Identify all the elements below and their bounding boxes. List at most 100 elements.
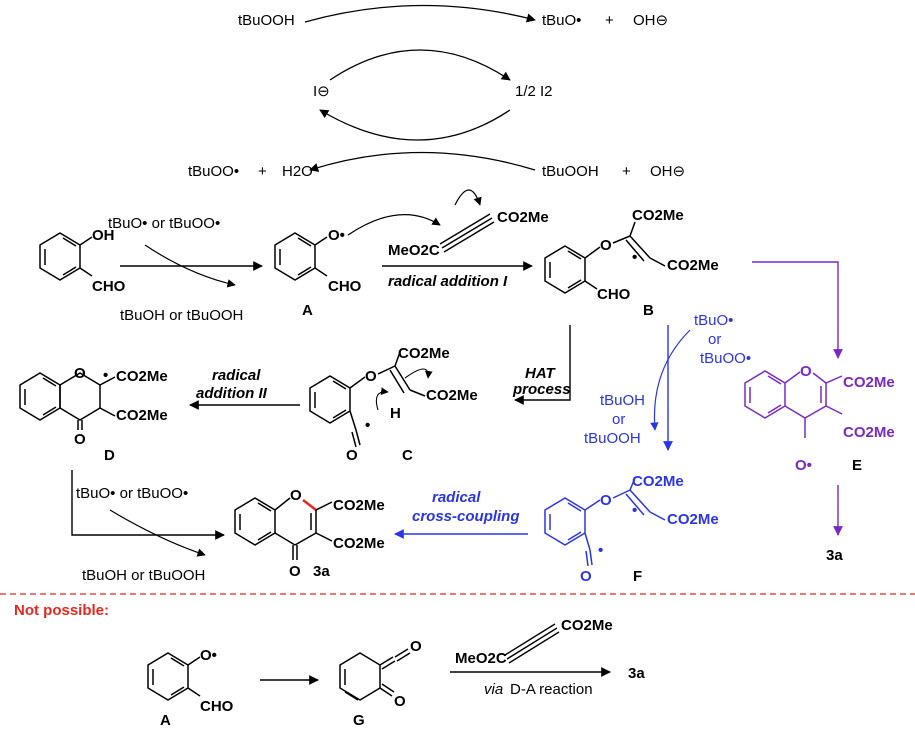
c-ether-o: O (365, 368, 377, 385)
iodide-catalytic-cycle: tBuOOH tBuO• + OH⊖ I⊖ 1/2 I2 tBuOO• + H2… (188, 4, 685, 180)
np-product-3a: 3a (628, 665, 645, 682)
b-radical-dot: • (632, 249, 637, 266)
np-dmad-right: CO2Me (561, 617, 613, 634)
f-acyl-radical: • (598, 542, 603, 559)
not-possible-heading: Not possible: (14, 602, 109, 619)
cycle-top-left: tBuOOH (238, 12, 295, 29)
cycle-iodine: 1/2 I2 (515, 83, 553, 100)
blue-reagent-bottom-2: or (612, 411, 625, 428)
cycle-arrow-bottom (309, 151, 536, 172)
blue-arrow-label-2: cross-coupling (412, 508, 520, 525)
d-ester-bottom: CO2Me (116, 407, 168, 424)
step1-reagent-top: tBuO• or tBuOO• (108, 215, 220, 232)
np-da-reaction: D-A reaction (510, 681, 593, 698)
cycle-bottom-right-plus: + (622, 163, 631, 180)
hat-label-1: HAT (525, 365, 557, 382)
step4-label-2: addition II (196, 385, 268, 402)
f-radical-dot: • (632, 502, 637, 519)
b-ester-bottom: CO2Me (667, 257, 719, 274)
arrow-hat (514, 325, 571, 405)
step4-label-1: radical (212, 367, 261, 384)
blue-reagent-top-1: tBuO• (694, 312, 733, 329)
f-ether-o: O (600, 492, 612, 509)
dmad-reagent: MeO2C CO2Me (388, 209, 549, 259)
3a-ester-bottom: CO2Me (333, 535, 385, 552)
radical-attack-arrow (347, 214, 441, 236)
e-ring-o: O (800, 363, 812, 380)
np-dmad-left: MeO2C (455, 650, 507, 667)
c-acyl-radical: • (365, 417, 370, 434)
step5-reagent-bottom: tBuOH or tBuOOH (82, 567, 205, 584)
blue-reagent-top-3: tBuOO• (700, 350, 751, 367)
label-3a: 3a (313, 563, 330, 580)
product-3a-structure: O CO2Me CO2Me O 3a (234, 487, 385, 580)
intermediate-a-structure: O• CHO A (274, 227, 362, 319)
alkyne-pi-arrow (454, 189, 482, 206)
f-ester-bottom: CO2Me (667, 511, 719, 528)
cycle-bottom-left-plus: + (258, 163, 267, 180)
intermediate-b-structure: O CO2Me • CO2Me CHO B (544, 207, 719, 319)
cycle-top-right-1: tBuO• (542, 12, 581, 29)
blue-arrow-label-1: radical (432, 489, 481, 506)
hat-label-2: process (512, 381, 571, 398)
blue-reagent-bottom-1: tBuOH (600, 392, 645, 409)
d-ketone-o: O (74, 431, 86, 448)
cycle-top-right-plus: + (605, 12, 614, 29)
label-d: D (104, 447, 115, 464)
intermediate-c-structure: O CO2Me CO2Me H • O C (309, 345, 478, 464)
3a-ring-o: O (290, 487, 302, 504)
a-cho: CHO (328, 278, 362, 295)
blue-reagent-bottom-3: tBuOOH (584, 430, 641, 447)
3a-ketone-o: O (289, 563, 301, 580)
salicylaldehyde-oh: OH (92, 227, 115, 244)
arrow-b-to-e (752, 261, 843, 359)
step5-curved-arrow (109, 509, 206, 557)
e-oxy-radical: O• (795, 457, 812, 474)
cycle-iodide: I⊖ (313, 83, 330, 100)
label-b: B (643, 302, 654, 319)
cycle-bottom-right-1: tBuOOH (542, 163, 599, 180)
step1-reagent-bottom: tBuOH or tBuOOH (120, 307, 243, 324)
np-label-a: A (160, 712, 171, 729)
d-ester-top: CO2Me (116, 368, 168, 385)
g-ketone-o: O (394, 693, 406, 710)
label-f: F (633, 568, 642, 585)
d-ring-o: O (74, 365, 86, 382)
b-cho: CHO (597, 286, 631, 303)
cycle-arrow-lower (319, 109, 511, 141)
np-a-cho: CHO (200, 698, 234, 715)
3a-ester-top: CO2Me (333, 497, 385, 514)
np-via: via (484, 681, 503, 698)
np-a-oxy-radical: O• (200, 647, 217, 664)
b-ether-o: O (600, 237, 612, 254)
blue-branch: tBuO• or tBuOO• tBuOH or tBuOOH O CO2Me … (394, 312, 751, 585)
b-ester-top: CO2Me (632, 207, 684, 224)
f-carbonyl-o: O (580, 568, 592, 585)
cycle-arrow-top (304, 4, 536, 23)
label-a: A (302, 302, 313, 319)
purple-branch: O CO2Me CO2Me O• E 3a (744, 261, 895, 564)
purple-product-3a: 3a (826, 547, 843, 564)
step1-curved-arrow (144, 244, 236, 288)
cycle-bottom-left-1: tBuOO• (188, 163, 239, 180)
c-ester-top: CO2Me (398, 345, 450, 362)
e-ester-top: CO2Me (843, 374, 895, 391)
dmad-left: MeO2C (388, 242, 440, 259)
arrow-step5 (71, 470, 225, 540)
not-possible-a-structure: O• CHO A (147, 647, 234, 729)
blue-reagent-top-2: or (708, 331, 721, 348)
ketene-g-structure: O O G (339, 638, 422, 729)
step2-arrow-label: radical addition I (388, 273, 508, 290)
c-carbonyl-o: O (346, 447, 358, 464)
d-radical-dot: • (103, 367, 108, 384)
c-hydrogen: H (390, 405, 401, 422)
intermediate-d-structure: O • CO2Me CO2Me O D (19, 365, 168, 464)
a-oxy-radical: O• (328, 227, 345, 244)
cycle-bottom-right-2: OH⊖ (650, 163, 685, 180)
f-ester-top: CO2Me (632, 473, 684, 490)
label-e: E (852, 457, 862, 474)
dmad-right: CO2Me (497, 209, 549, 226)
np-label-g: G (353, 712, 365, 729)
salicylaldehyde-structure: OH CHO (39, 227, 126, 295)
